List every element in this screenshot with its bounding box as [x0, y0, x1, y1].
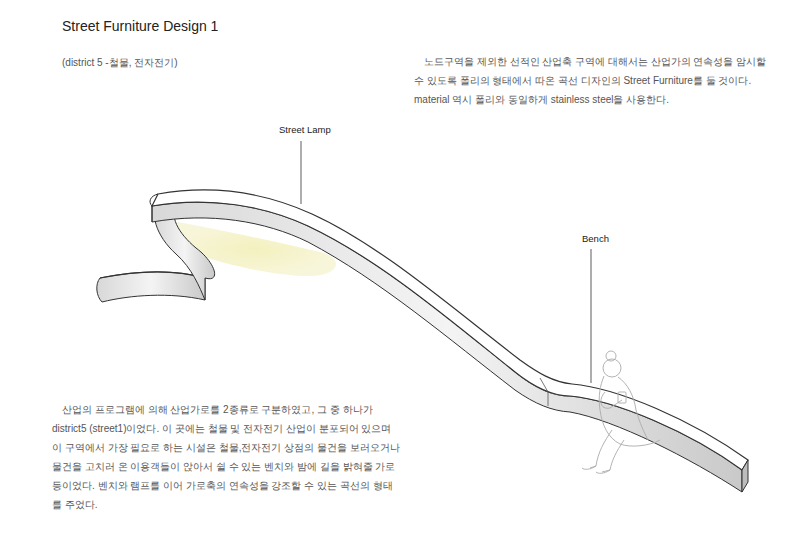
hook-arm — [97, 272, 205, 302]
page-title: Street Furniture Design 1 — [62, 18, 218, 34]
leader-line — [591, 249, 592, 383]
part-label: Bench — [582, 233, 642, 244]
leader-line — [301, 141, 302, 204]
ribbon-end — [742, 460, 748, 492]
description-note: 노드구역을 제외한 선적인 산업축 구역에 대해서는 산업가의 연속성을 암시할… — [414, 52, 774, 109]
description-note: 산업의 프로그램에 의해 산업가로를 2종류로 구분하였고, 그 중 하나가 d… — [52, 400, 402, 514]
person-figure — [582, 351, 660, 473]
subtitle: (district 5 -철물, 전자전기) — [62, 56, 312, 70]
part-label: Street Lamp — [279, 124, 359, 135]
